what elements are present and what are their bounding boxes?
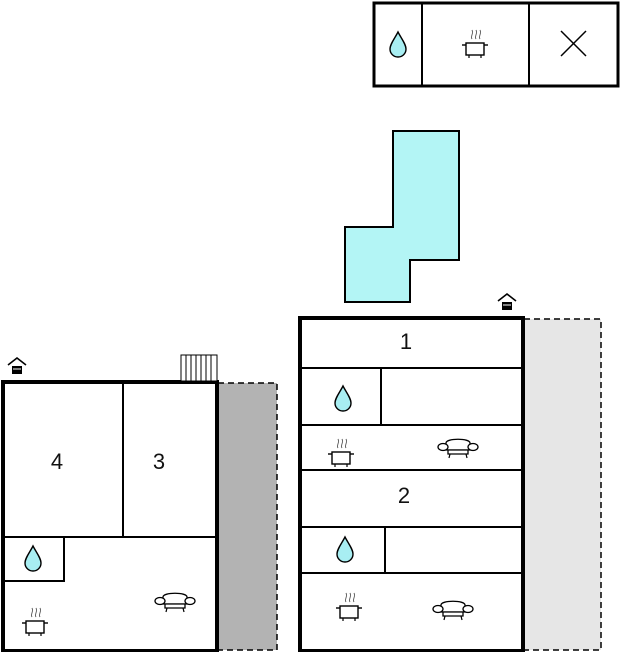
- building-right: 1 2: [298, 316, 525, 652]
- legend: [372, 1, 620, 88]
- entrance-icon: [497, 293, 517, 311]
- pool: [344, 130, 460, 303]
- room-label-3: 3: [153, 449, 165, 474]
- cross-icon: [560, 30, 587, 57]
- terrace-right: [523, 318, 602, 651]
- stairs: [180, 354, 218, 382]
- room-label-1: 1: [400, 329, 412, 354]
- terrace-left: [217, 382, 278, 651]
- room-label-4: 4: [51, 449, 63, 474]
- entrance-icon: [7, 357, 27, 375]
- building-left: 4 3: [1, 380, 219, 652]
- room-label-2: 2: [398, 483, 410, 508]
